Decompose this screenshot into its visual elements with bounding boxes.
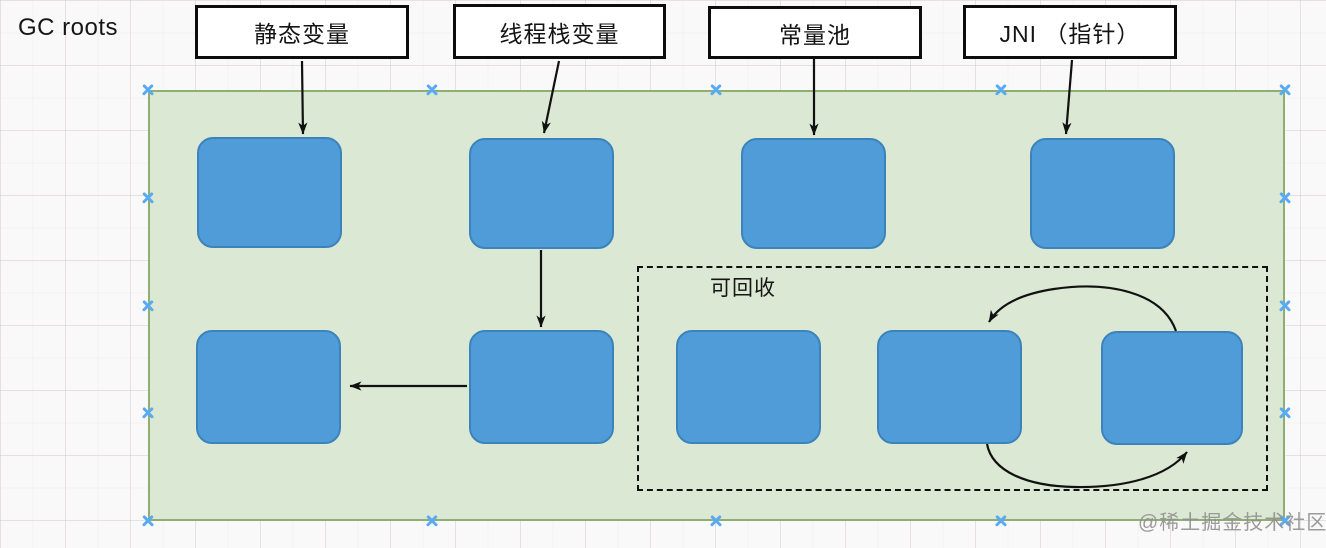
edge-thread-stack-to-obj2[interactable] bbox=[541, 60, 561, 134]
edge-static-variables-to-obj1[interactable] bbox=[298, 60, 308, 135]
selection-handle[interactable] bbox=[425, 514, 439, 528]
object-node-6[interactable] bbox=[469, 330, 614, 444]
root-label-static-variables[interactable]: 静态变量 bbox=[195, 5, 409, 59]
object-node-9[interactable] bbox=[1101, 331, 1243, 445]
root-label-thread-stack-variables[interactable]: 线程栈变量 bbox=[453, 4, 666, 59]
selection-handle[interactable] bbox=[709, 514, 723, 528]
selection-handle[interactable] bbox=[994, 514, 1008, 528]
collectable-region-label: 可回收 bbox=[710, 277, 776, 300]
selection-handle[interactable] bbox=[1278, 191, 1292, 205]
object-node-4[interactable] bbox=[1030, 138, 1175, 249]
selection-handle[interactable] bbox=[141, 83, 155, 97]
selection-handle[interactable] bbox=[1278, 83, 1292, 97]
root-label-constant-pool[interactable]: 常量池 bbox=[708, 6, 922, 59]
root-label-jni-pointer[interactable]: JNI （指针） bbox=[963, 5, 1177, 59]
edge-jni-to-obj4[interactable] bbox=[1062, 59, 1074, 135]
selection-handle[interactable] bbox=[709, 83, 723, 97]
edge-obj9-to-obj8-curved[interactable] bbox=[988, 285, 1178, 332]
object-node-7[interactable] bbox=[676, 330, 821, 444]
collectable-region[interactable] bbox=[637, 266, 1268, 491]
selection-handle[interactable] bbox=[1278, 299, 1292, 313]
edge-obj8-to-obj9-curved[interactable] bbox=[985, 443, 1188, 489]
selection-handle[interactable] bbox=[141, 514, 155, 528]
juejin-watermark: @稀土掘金技术社区 bbox=[1138, 512, 1326, 534]
object-node-2[interactable] bbox=[469, 138, 614, 249]
selection-handle[interactable] bbox=[141, 406, 155, 420]
selection-handle[interactable] bbox=[994, 83, 1008, 97]
selection-handle[interactable] bbox=[1278, 406, 1292, 420]
object-node-1[interactable] bbox=[197, 137, 342, 248]
object-node-3[interactable] bbox=[741, 138, 886, 249]
gc-roots-title: GC roots bbox=[18, 14, 119, 41]
selection-handle[interactable] bbox=[141, 191, 155, 205]
selection-handle[interactable] bbox=[141, 299, 155, 313]
object-node-8[interactable] bbox=[877, 330, 1022, 444]
object-node-5[interactable] bbox=[196, 330, 341, 444]
selection-handle[interactable] bbox=[425, 83, 439, 97]
